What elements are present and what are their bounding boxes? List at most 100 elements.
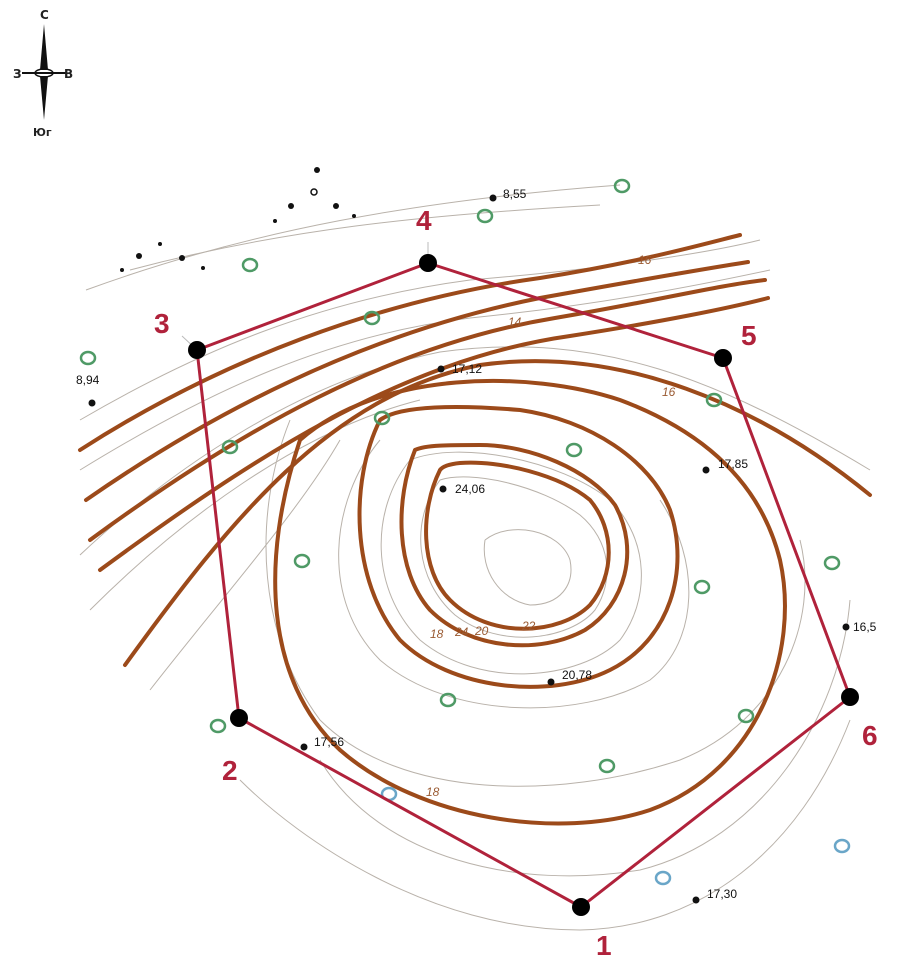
index-contour-line — [88, 278, 767, 542]
vertex-label-5: 5 — [741, 320, 757, 351]
tree-symbol-icon — [241, 257, 259, 273]
tree-symbol-icon — [823, 555, 841, 571]
vertex-marker — [841, 688, 859, 706]
spot-height-label: 17,30 — [707, 887, 737, 901]
compass-north-label: С — [40, 8, 49, 22]
tree-symbol-icon — [565, 442, 583, 458]
vertex-marker — [230, 709, 248, 727]
thin-contour-line — [79, 346, 871, 556]
compass-needle-south — [40, 76, 48, 120]
point-feature — [120, 268, 124, 272]
tree-symbol-icon — [598, 758, 616, 774]
thin-contour-line — [319, 599, 851, 877]
vertex-label-2: 2 — [222, 755, 238, 786]
thin-contour-line — [89, 399, 421, 611]
contour-label: 18 — [426, 785, 440, 799]
tree-symbol-icon — [439, 692, 457, 708]
vertex-label-1: 1 — [596, 930, 612, 961]
tree-symbol-icon — [293, 553, 311, 569]
index-contour-line — [399, 442, 630, 648]
thin-contour-line — [79, 239, 761, 421]
spot-height-label: 17,56 — [314, 735, 344, 749]
compass-east-label: В — [64, 67, 73, 81]
tree-symbol-icon — [373, 410, 391, 426]
spot-height-point — [702, 466, 710, 474]
tree-symbol-icon — [737, 708, 755, 724]
contour-label: 16 — [662, 385, 676, 399]
thin-contour-line — [149, 439, 341, 691]
index-contours — [78, 233, 872, 826]
thin-contour-line — [265, 419, 806, 787]
point-feature — [352, 214, 356, 218]
thin-contour-line — [483, 529, 572, 606]
vertex-marker — [419, 254, 437, 272]
thin-contour-line — [129, 204, 601, 271]
vertex-markers — [188, 254, 859, 916]
thin-contour-line — [420, 476, 608, 638]
point-feature — [136, 253, 142, 259]
vertex-leaders — [181, 242, 429, 351]
contour-label: 20 — [474, 624, 489, 638]
index-contour-line — [98, 296, 770, 572]
index-contour-line — [273, 379, 787, 826]
spot-height-label: 17,12 — [452, 362, 482, 376]
vertex-label-4: 4 — [416, 205, 432, 236]
thin-contour-line — [239, 719, 851, 931]
vertex-marker — [714, 349, 732, 367]
compass-west-label: З — [13, 67, 22, 81]
tree-symbol-icon — [654, 870, 672, 886]
contour-label: 24 — [454, 625, 469, 639]
point-feature — [288, 203, 294, 209]
tree-symbol-icon — [79, 350, 97, 366]
vertex-label-3: 3 — [154, 308, 170, 339]
spot-height-label: 20,78 — [562, 668, 592, 682]
index-contour-line — [84, 260, 750, 502]
spot-height-point — [437, 365, 445, 373]
index-contour-line — [424, 460, 611, 631]
index-contour-line — [123, 359, 872, 667]
vertex-label-6: 6 — [862, 720, 878, 751]
point-features — [120, 167, 356, 272]
contour-label: 22 — [521, 619, 536, 633]
vertex-labels: 1 2 3 4 5 6 — [154, 205, 878, 961]
thin-contour-line — [380, 451, 642, 675]
spot-height-label: 17,85 — [718, 457, 748, 471]
compass-rose: С З В Юг — [13, 8, 73, 139]
contour-label: 14 — [508, 315, 522, 329]
spot-height-point — [842, 623, 850, 631]
spot-height-point — [547, 678, 555, 686]
tree-symbol-icon — [221, 439, 239, 455]
spot-height-point — [439, 485, 447, 493]
point-feature — [273, 219, 277, 223]
index-contour-line — [78, 233, 742, 452]
point-feature — [179, 255, 185, 261]
thin-contour-line — [338, 439, 690, 709]
tree-symbol-icon — [693, 579, 711, 595]
point-feature — [201, 266, 205, 270]
thin-contour-line — [85, 184, 621, 291]
contour-label: 16 — [638, 253, 652, 267]
spot-height-label: 8,55 — [503, 187, 527, 201]
compass-ring — [34, 68, 54, 78]
contour-labels: 16 14 16 18 20 22 24 18 — [426, 253, 676, 799]
tree-symbol-icon — [833, 838, 851, 854]
contour-label: 18 — [430, 627, 444, 641]
compass-needle-north — [40, 24, 48, 70]
tree-symbol-icon — [613, 178, 631, 194]
spot-heights: 8,55 8,94 17,12 24,06 17,85 16,5 20,78 1… — [76, 187, 877, 904]
spot-height-label: 24,06 — [455, 482, 485, 496]
spot-height-label: 8,94 — [76, 373, 100, 387]
index-contour-line — [357, 405, 680, 689]
point-feature — [310, 188, 318, 196]
spot-height-point — [300, 743, 308, 751]
tree-symbols — [79, 178, 851, 886]
tree-symbol-icon — [209, 718, 227, 734]
point-feature — [158, 242, 162, 246]
spot-height-point — [692, 896, 700, 904]
point-feature — [314, 167, 320, 173]
tree-symbol-icon — [363, 310, 381, 326]
point-feature — [333, 203, 339, 209]
spot-height-label: 16,5 — [853, 620, 877, 634]
tree-symbol-icon — [476, 208, 494, 224]
